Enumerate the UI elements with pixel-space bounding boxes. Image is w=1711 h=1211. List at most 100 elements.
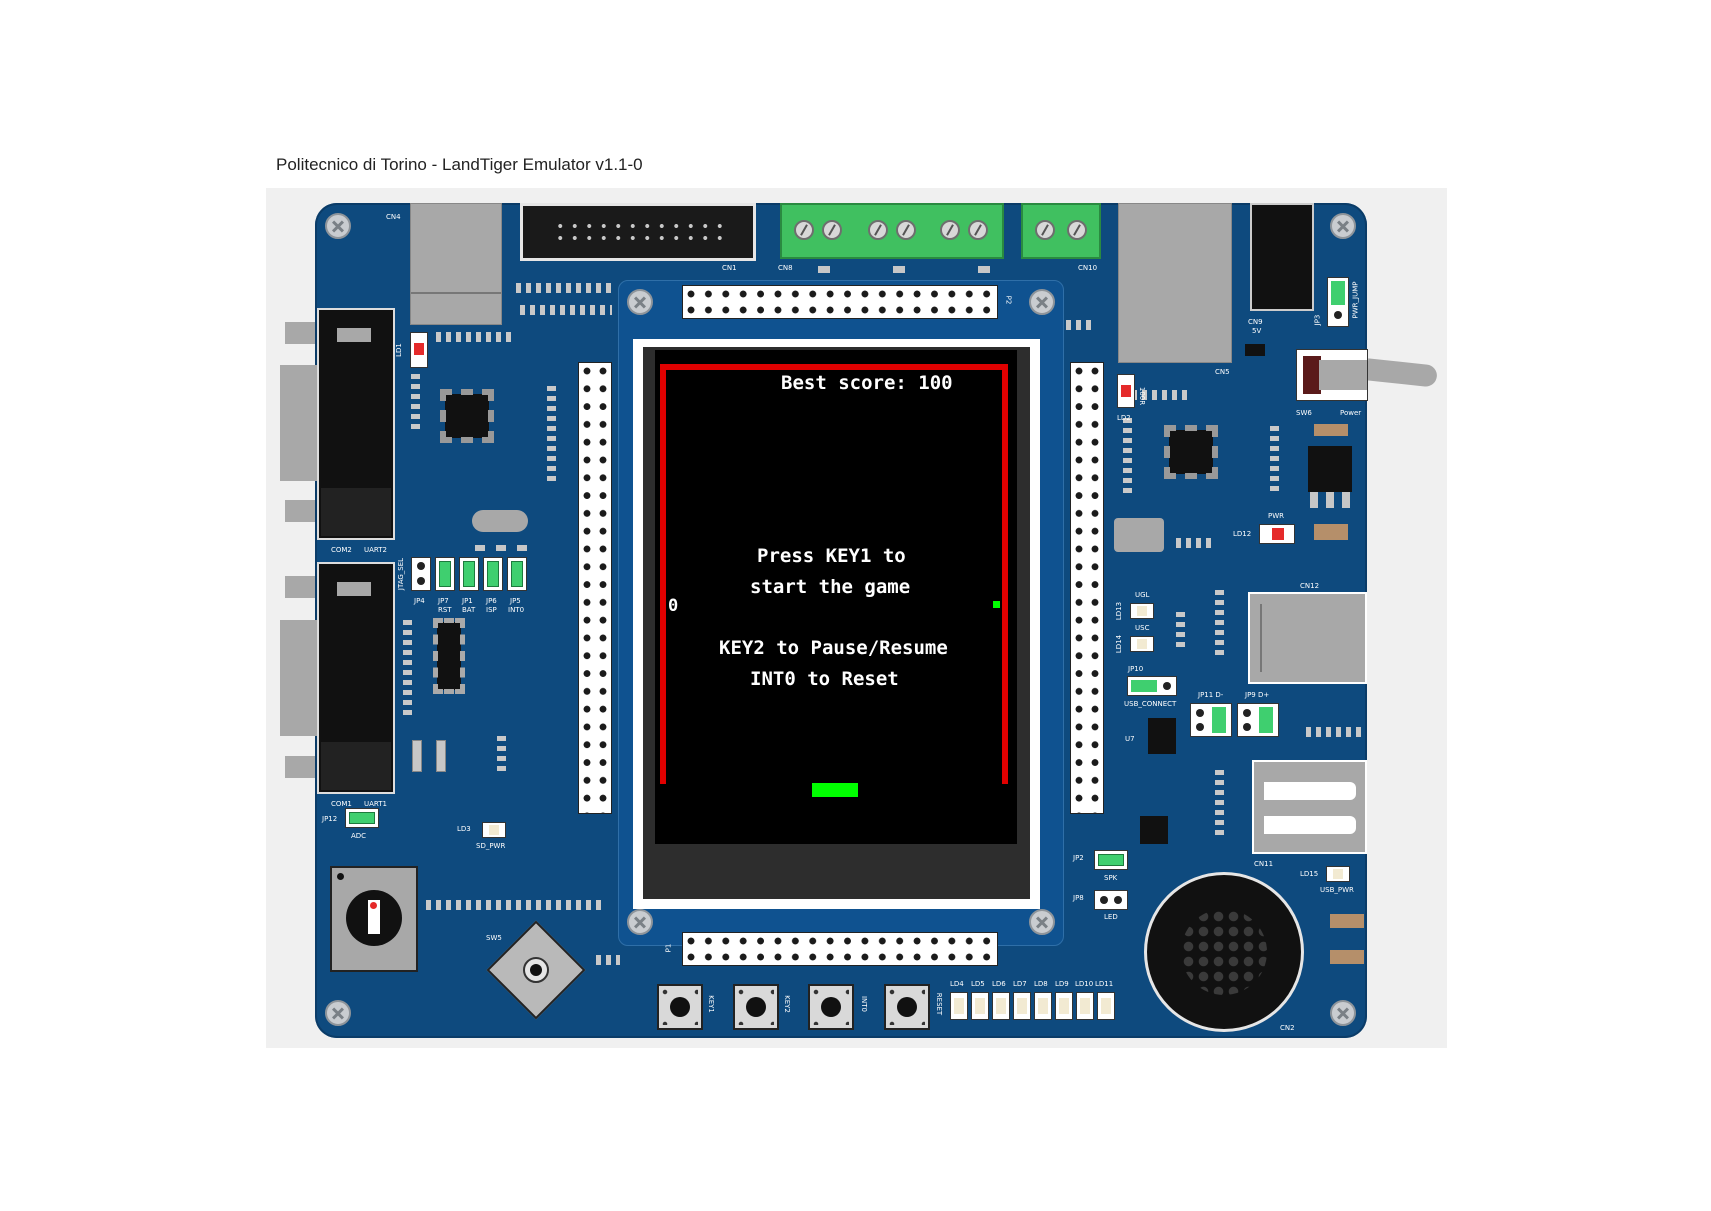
header-p1 xyxy=(682,932,998,966)
label-jp3: JP3 xyxy=(1313,314,1322,326)
label-cn10: CN10 xyxy=(1078,264,1098,272)
jtag-header-cn1 xyxy=(520,203,756,261)
led-ld1 xyxy=(410,332,428,368)
window-title: Politecnico di Torino - LandTiger Emulat… xyxy=(276,155,643,174)
label-cn9-5v: 5V xyxy=(1252,327,1262,335)
label-cn2: CN2 xyxy=(1280,1024,1295,1032)
label-sd-pwr: SD_PWR xyxy=(476,842,506,850)
paddle xyxy=(812,783,858,797)
jumper-jp12[interactable] xyxy=(345,808,379,828)
jumper-jp3[interactable] xyxy=(1327,277,1349,327)
terminal-block-cn10 xyxy=(1021,203,1101,259)
label-led: LED xyxy=(1104,913,1118,921)
jumper-jp4[interactable] xyxy=(411,557,431,591)
label-power: Power xyxy=(1340,409,1362,417)
label-ld14: LD14 xyxy=(1115,634,1124,654)
key2-button[interactable] xyxy=(733,984,779,1030)
label-jp4: JP4 xyxy=(414,597,425,605)
usb-a-connector-cn11 xyxy=(1252,760,1367,854)
ethernet-phy-chip xyxy=(1164,425,1218,479)
label-usb-connect: USB_CONNECT xyxy=(1124,700,1177,708)
label-ld12: LD12 xyxy=(1233,530,1252,538)
screw-icon xyxy=(1330,213,1356,239)
label-jp5: JP5 xyxy=(510,597,521,605)
label-jp1: JP1 xyxy=(462,597,473,605)
led-ld9 xyxy=(1055,992,1073,1020)
led-ld5 xyxy=(971,992,989,1020)
jumper-jp11[interactable] xyxy=(1190,703,1232,737)
label-uart1: UART1 xyxy=(364,800,387,808)
led-ld2 xyxy=(1117,374,1135,408)
label-jp12: JP12 xyxy=(322,815,338,823)
speaker-cn2 xyxy=(1144,872,1304,1032)
jumper-jp10[interactable] xyxy=(1127,676,1177,696)
label-ld7: LD7 xyxy=(1013,980,1027,988)
label-ld13: LD13 xyxy=(1115,601,1124,621)
label-sw6: SW6 xyxy=(1296,409,1312,417)
label-100r: 100R xyxy=(1138,386,1147,406)
led-ld10 xyxy=(1076,992,1094,1020)
jumper-jp7[interactable] xyxy=(435,557,455,591)
power-jack-cn9 xyxy=(1250,203,1314,311)
label-uart2: UART2 xyxy=(364,546,387,554)
jumper-jp6[interactable] xyxy=(483,557,503,591)
label-jp2: JP2 xyxy=(1073,854,1084,862)
screw-icon xyxy=(325,1000,351,1026)
led-ld3 xyxy=(482,822,506,838)
label-cn9: CN9 xyxy=(1248,318,1263,326)
label-jp7: JP7 xyxy=(438,597,449,605)
jumper-jp8[interactable] xyxy=(1094,890,1128,910)
label-jp6: JP6 xyxy=(486,597,497,605)
left-wall xyxy=(660,364,666,784)
label-cn4: CN4 xyxy=(386,213,401,221)
jumper-jp2[interactable] xyxy=(1094,850,1128,870)
label-rst: RST xyxy=(438,606,452,614)
label-cn12: CN12 xyxy=(1300,582,1320,590)
label-ld1: LD1 xyxy=(394,343,403,357)
serial-port-com1 xyxy=(317,562,395,794)
terminal-block-cn8 xyxy=(780,203,1004,259)
power-switch-sw6[interactable] xyxy=(1296,349,1368,401)
label-ld11: LD11 xyxy=(1095,980,1114,988)
mcu-chip-left xyxy=(440,389,494,443)
reset-button[interactable] xyxy=(884,984,930,1030)
usb-connector-cn12 xyxy=(1248,592,1367,684)
jumper-jp1[interactable] xyxy=(459,557,479,591)
led-ld11 xyxy=(1097,992,1115,1020)
label-jtag-sel: JTAG_SEL xyxy=(397,557,406,591)
led-ld13 xyxy=(1130,603,1154,619)
jumper-jp9[interactable] xyxy=(1237,703,1279,737)
label-key1: KEY1 xyxy=(706,995,715,1013)
led-ld14 xyxy=(1130,636,1154,652)
led-ld4 xyxy=(950,992,968,1020)
label-cn11: CN11 xyxy=(1254,860,1274,868)
label-ld3: LD3 xyxy=(457,825,471,833)
label-ld15: LD15 xyxy=(1300,870,1319,878)
start-game-text: start the game xyxy=(750,576,911,598)
led-ld6 xyxy=(992,992,1010,1020)
label-jp10: JP10 xyxy=(1128,665,1144,673)
voltage-regulator xyxy=(1308,446,1352,492)
potentiometer-adc[interactable] xyxy=(330,866,418,972)
label-ld5: LD5 xyxy=(971,980,985,988)
label-key2: KEY2 xyxy=(782,995,791,1013)
label-com1: COM1 xyxy=(331,800,352,808)
right-wall xyxy=(1002,364,1008,784)
joystick-knob[interactable] xyxy=(523,957,549,983)
jumper-jp5[interactable] xyxy=(507,557,527,591)
label-bat: BAT xyxy=(462,606,476,614)
label-sw5: SW5 xyxy=(486,934,502,942)
led-ld12-pwr xyxy=(1259,524,1295,544)
label-ld2: LD2 xyxy=(1117,414,1131,422)
label-cn1: CN1 xyxy=(722,264,737,272)
top-wall xyxy=(660,364,1008,370)
label-pwr-jump: PWR_JUMP xyxy=(1351,281,1360,319)
screw-icon xyxy=(1029,909,1055,935)
label-isp: ISP xyxy=(486,606,497,614)
label-ld10: LD10 xyxy=(1075,980,1094,988)
key1-button[interactable] xyxy=(657,984,703,1030)
label-spk: SPK xyxy=(1104,874,1118,882)
int0-button[interactable] xyxy=(808,984,854,1030)
audio-amp-chip xyxy=(1140,816,1168,844)
label-reset: RESET xyxy=(935,992,944,1016)
